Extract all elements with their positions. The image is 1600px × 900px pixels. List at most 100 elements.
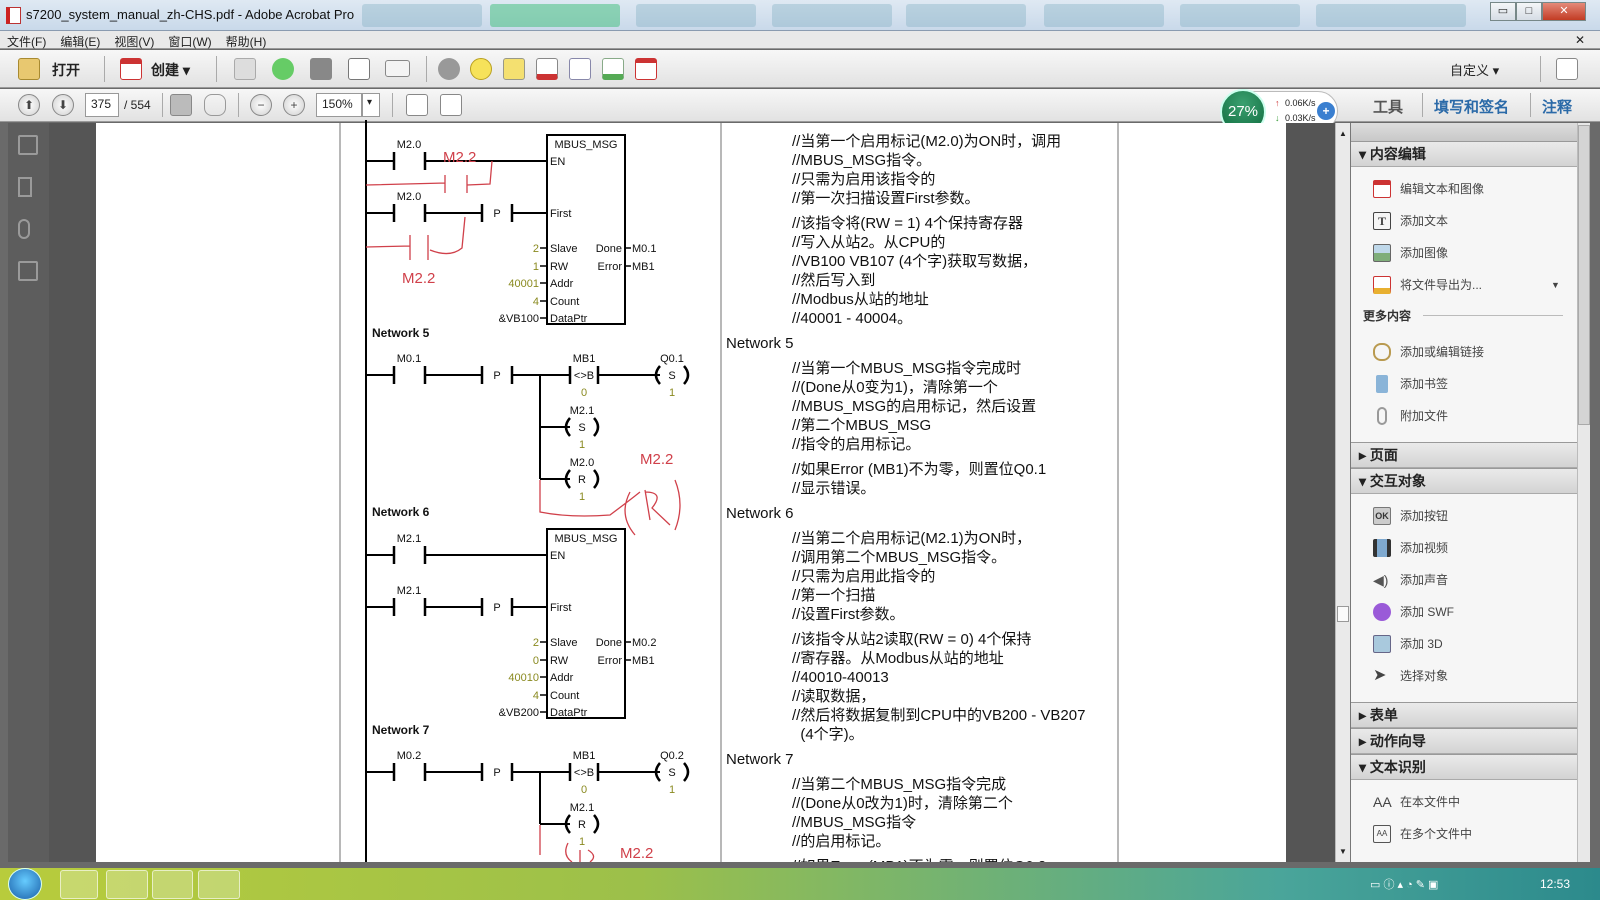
comment-line: //40001 - 40004。 xyxy=(792,310,913,327)
hand-tool-icon[interactable] xyxy=(204,94,226,116)
customize-dropdown[interactable]: 自定义 ▾ xyxy=(1450,63,1500,78)
taskbar-explorer[interactable] xyxy=(60,870,98,899)
page-thumbnails-icon[interactable] xyxy=(18,135,38,155)
zoom-in-button[interactable]: + xyxy=(283,94,305,116)
close-document-icon[interactable]: ✕ xyxy=(1574,33,1585,47)
zoom-level-input[interactable]: 150% xyxy=(316,93,362,117)
background-tab[interactable] xyxy=(636,4,756,27)
email-icon[interactable] xyxy=(385,60,410,77)
page-number-input[interactable]: 375 xyxy=(85,93,119,117)
title-bar: s7200_system_manual_zh-CHS.pdf - Adobe A… xyxy=(0,0,1600,31)
scroll-thumb[interactable] xyxy=(1337,606,1349,622)
fit-width-icon[interactable] xyxy=(406,94,428,116)
menu-view[interactable]: 视图(V) xyxy=(114,35,155,49)
system-tray-icons[interactable]: ▭ ⓘ ▴ ◔ ✎ ▣ xyxy=(1370,879,1439,891)
create-button[interactable]: 创建 ▾ xyxy=(151,62,190,78)
paperclip-icon xyxy=(1377,407,1387,425)
section-pages[interactable]: ▸ 页面 xyxy=(1351,442,1578,468)
attach-file-item[interactable]: 附加文件 xyxy=(1351,404,1578,428)
taskbar-app[interactable] xyxy=(152,870,193,899)
highlight-text-icon[interactable] xyxy=(503,58,525,80)
add-video-item[interactable]: 添加视频 xyxy=(1351,536,1578,560)
section-action-wizard[interactable]: ▸ 动作向导 xyxy=(1351,728,1578,754)
edit-document-icon[interactable] xyxy=(348,58,370,80)
edit-pdf-icon[interactable] xyxy=(635,58,657,80)
left-navigation-pane xyxy=(8,123,49,862)
section-forms[interactable]: ▸ 表单 xyxy=(1351,702,1578,728)
start-button[interactable] xyxy=(8,868,42,900)
add-icon[interactable]: + xyxy=(1317,102,1335,120)
tab-fill-sign[interactable]: 填写和签名 xyxy=(1434,99,1510,116)
panel-scroll-thumb[interactable] xyxy=(1578,125,1590,425)
select-object-item[interactable]: ➤选择对象 xyxy=(1351,664,1578,688)
taskbar-acrobat[interactable] xyxy=(198,870,240,899)
box-pin: EN xyxy=(550,156,565,168)
panel-scrollbar[interactable] xyxy=(1577,123,1590,862)
menu-edit[interactable]: 编辑(E) xyxy=(60,35,101,49)
swf-icon xyxy=(1373,603,1391,621)
upload-cloud-icon[interactable] xyxy=(272,58,294,80)
section-interactive-objects[interactable]: ▾ 交互对象 xyxy=(1351,468,1578,494)
attachments-icon[interactable] xyxy=(18,219,30,239)
previous-page-button[interactable]: ⬆ xyxy=(18,94,40,116)
close-button[interactable]: ✕ xyxy=(1542,2,1586,21)
select-tool-icon[interactable] xyxy=(170,94,192,116)
add-image-item[interactable]: 添加图像 xyxy=(1351,241,1578,265)
background-tab[interactable] xyxy=(490,4,620,27)
export-file-item[interactable]: 将文件导出为...▼ xyxy=(1351,273,1578,297)
menu-window[interactable]: 窗口(W) xyxy=(168,35,212,49)
gear-icon[interactable] xyxy=(438,58,460,80)
scroll-up-icon[interactable]: ▲ xyxy=(1339,129,1347,138)
input-value: 40010 xyxy=(508,672,539,684)
background-tab[interactable] xyxy=(906,4,1026,27)
pdf-page: //当第一个启用标记(M2.0)为ON时，调用//MBUS_MSG指令。//只需… xyxy=(96,123,1286,862)
print-icon[interactable] xyxy=(310,58,332,80)
add-3d-item[interactable]: 添加 3D xyxy=(1351,632,1578,656)
save-icon[interactable] xyxy=(234,58,256,80)
tab-comment[interactable]: 注释 xyxy=(1542,99,1573,116)
item-label: 添加或编辑链接 xyxy=(1400,345,1485,359)
bookmarks-icon[interactable] xyxy=(18,177,32,197)
taskbar-ie[interactable] xyxy=(106,870,148,899)
document-scrollbar[interactable]: ▲ ▼ xyxy=(1335,123,1350,862)
scroll-down-icon[interactable]: ▼ xyxy=(1339,847,1347,856)
minimize-button[interactable]: ▭ xyxy=(1490,2,1516,21)
next-page-button[interactable]: ⬇ xyxy=(52,94,74,116)
add-edit-link-item[interactable]: 添加或编辑链接 xyxy=(1351,340,1578,364)
background-tab[interactable] xyxy=(362,4,482,27)
section-content-edit[interactable]: ▾ 内容编辑 xyxy=(1351,141,1578,167)
open-button[interactable]: 打开 xyxy=(52,62,80,78)
menu-file[interactable]: 文件(F) xyxy=(7,35,47,49)
clock[interactable]: 12:53 xyxy=(1540,877,1571,891)
section-text-recognition[interactable]: ▾ 文本识别 xyxy=(1351,754,1578,780)
export-page-icon[interactable] xyxy=(602,58,624,80)
background-tab[interactable] xyxy=(1316,4,1466,27)
fit-page-icon[interactable] xyxy=(440,94,462,116)
expand-icon[interactable] xyxy=(1556,58,1578,80)
add-bookmark-item[interactable]: 添加书签 xyxy=(1351,372,1578,396)
comment-icon[interactable] xyxy=(470,58,492,80)
menu-help[interactable]: 帮助(H) xyxy=(225,35,267,49)
network-label: Network 7 xyxy=(372,723,430,737)
signatures-icon[interactable] xyxy=(18,261,38,281)
add-swf-item[interactable]: 添加 SWF xyxy=(1351,600,1578,624)
maximize-button[interactable]: □ xyxy=(1516,2,1542,21)
edit-text-images-item[interactable]: 编辑文本和图像 xyxy=(1351,177,1578,201)
folder-open-icon[interactable] xyxy=(18,58,40,80)
find-in-page-icon[interactable] xyxy=(569,58,591,80)
zoom-out-button[interactable]: − xyxy=(250,94,272,116)
create-pdf-icon[interactable] xyxy=(120,58,142,80)
background-tab[interactable] xyxy=(772,4,892,27)
annotation-text: M2.2 xyxy=(620,845,653,862)
delete-page-icon[interactable] xyxy=(536,58,558,80)
zoom-dropdown-button[interactable]: ▾ xyxy=(362,93,380,117)
tab-tools[interactable]: 工具 xyxy=(1373,99,1404,116)
background-tab[interactable] xyxy=(1180,4,1300,27)
chevron-down-icon[interactable]: ▼ xyxy=(1551,280,1560,290)
add-sound-item[interactable]: ◀)添加声音 xyxy=(1351,568,1578,592)
background-tab[interactable] xyxy=(1044,4,1164,27)
